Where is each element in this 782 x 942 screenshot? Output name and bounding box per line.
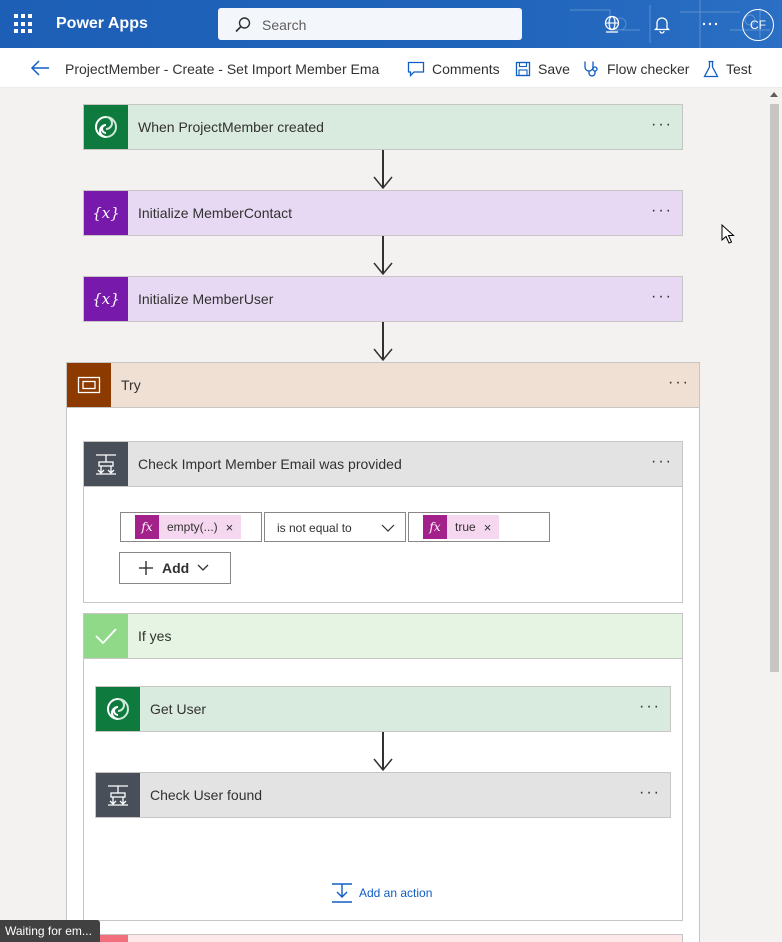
search-input[interactable]: Search	[262, 17, 307, 33]
connector-arrow	[373, 732, 393, 772]
try-scope-header[interactable]: Try ···	[66, 362, 700, 408]
condition-right-operand[interactable]: fx true ×	[408, 512, 550, 542]
condition-left-operand[interactable]: fx empty(...) ×	[120, 512, 262, 542]
initialize-member-contact-more-button[interactable]: ···	[651, 202, 673, 219]
notification-bell-icon[interactable]	[652, 14, 672, 34]
app-header: Power Apps Search CF	[0, 0, 782, 48]
svg-text:{x}: {x}	[92, 204, 120, 222]
condition-more-button[interactable]: ···	[651, 453, 673, 470]
expression-token[interactable]: fx true ×	[423, 515, 500, 539]
get-user-more-button[interactable]: ···	[639, 698, 661, 715]
trigger-more-button[interactable]: ···	[651, 116, 673, 133]
save-icon	[515, 61, 531, 77]
remove-token-button[interactable]: ×	[225, 519, 234, 535]
flow-title[interactable]: ProjectMember - Create - Set Import Memb…	[65, 61, 380, 77]
try-scope-title: Try	[121, 377, 141, 393]
environment-icon[interactable]	[602, 14, 622, 34]
flow-checker-label: Flow checker	[607, 61, 690, 77]
dataverse-icon	[84, 105, 128, 149]
checkmark-icon	[84, 614, 128, 658]
condition-operator-dropdown[interactable]: is not equal to	[264, 512, 406, 542]
search-icon	[235, 17, 251, 33]
connector-arrow	[373, 150, 393, 190]
if-yes-header: If yes	[83, 613, 683, 659]
get-user-card[interactable]: Get User ···	[95, 686, 671, 732]
status-bar: Waiting for em...	[0, 920, 100, 942]
fx-icon: fx	[135, 515, 159, 539]
comment-icon	[407, 61, 425, 77]
add-label: Add	[162, 560, 190, 576]
initialize-member-user-title: Initialize MemberUser	[138, 291, 274, 307]
check-user-found-title: Check User found	[150, 787, 263, 803]
chevron-down-icon	[197, 564, 209, 571]
if-yes-title: If yes	[138, 628, 172, 644]
scroll-up-arrow[interactable]	[770, 92, 778, 97]
chevron-down-icon	[381, 524, 395, 532]
app-name[interactable]: Power Apps	[56, 15, 148, 32]
remove-token-button[interactable]: ×	[483, 519, 492, 535]
check-user-found-more-button[interactable]: ···	[639, 784, 661, 801]
more-icon[interactable]	[700, 14, 720, 34]
flow-checker-button[interactable]: Flow checker	[582, 60, 689, 78]
operator-value: is not equal to	[277, 521, 352, 535]
initialize-member-contact-card[interactable]: {x} Initialize MemberContact ···	[83, 190, 683, 236]
add-an-action-button[interactable]: Add an action	[331, 882, 432, 904]
vertical-scrollbar[interactable]	[767, 88, 782, 942]
trigger-title: When ProjectMember created	[138, 119, 324, 135]
variable-icon: {x}	[84, 277, 128, 321]
designer-canvas[interactable]: When ProjectMember created ··· {x} Initi…	[0, 88, 767, 942]
check-user-found-card[interactable]: Check User found ···	[95, 772, 671, 818]
scrollbar-thumb[interactable]	[770, 104, 779, 672]
initialize-member-contact-title: Initialize MemberContact	[138, 205, 293, 221]
plus-icon	[139, 561, 153, 575]
connector-arrow	[373, 322, 393, 362]
expression-token-text: true	[455, 520, 476, 534]
back-arrow-icon[interactable]	[30, 59, 50, 77]
condition-title: Check Import Member Email was provided	[138, 456, 402, 472]
test-label: Test	[726, 61, 752, 77]
connector-arrow	[373, 236, 393, 276]
add-condition-row-button[interactable]: Add	[119, 552, 231, 584]
trigger-card[interactable]: When ProjectMember created ···	[83, 104, 683, 150]
condition-header[interactable]: Check Import Member Email was provided ·…	[83, 441, 683, 487]
svg-text:{x}: {x}	[92, 290, 120, 308]
get-user-title: Get User	[150, 701, 207, 717]
add-action-icon	[332, 883, 352, 903]
save-button[interactable]: Save	[515, 60, 570, 78]
expression-token[interactable]: fx empty(...) ×	[135, 515, 242, 539]
initialize-member-user-more-button[interactable]: ···	[651, 288, 673, 305]
mouse-cursor-icon	[721, 224, 735, 244]
fx-icon: fx	[423, 515, 447, 539]
if-no-icon	[84, 935, 128, 942]
comments-label: Comments	[432, 61, 500, 77]
dataverse-icon	[96, 687, 140, 731]
flask-icon	[703, 60, 719, 78]
search-box[interactable]: Search	[218, 8, 522, 40]
save-label: Save	[538, 61, 570, 77]
condition-icon	[84, 442, 128, 486]
add-an-action-label: Add an action	[359, 886, 433, 900]
try-scope-more-button[interactable]: ···	[668, 374, 690, 391]
test-button[interactable]: Test	[703, 60, 752, 78]
if-no-branch-header	[83, 934, 683, 942]
variable-icon: {x}	[84, 191, 128, 235]
stethoscope-icon	[584, 61, 598, 77]
comments-button[interactable]: Comments	[407, 60, 500, 78]
scope-icon	[67, 363, 111, 407]
condition-icon	[96, 773, 140, 817]
app-launcher-icon[interactable]	[14, 14, 34, 34]
command-bar: ProjectMember - Create - Set Import Memb…	[0, 48, 782, 88]
expression-token-text: empty(...)	[167, 520, 218, 534]
avatar[interactable]: CF	[742, 9, 774, 41]
initialize-member-user-card[interactable]: {x} Initialize MemberUser ···	[83, 276, 683, 322]
